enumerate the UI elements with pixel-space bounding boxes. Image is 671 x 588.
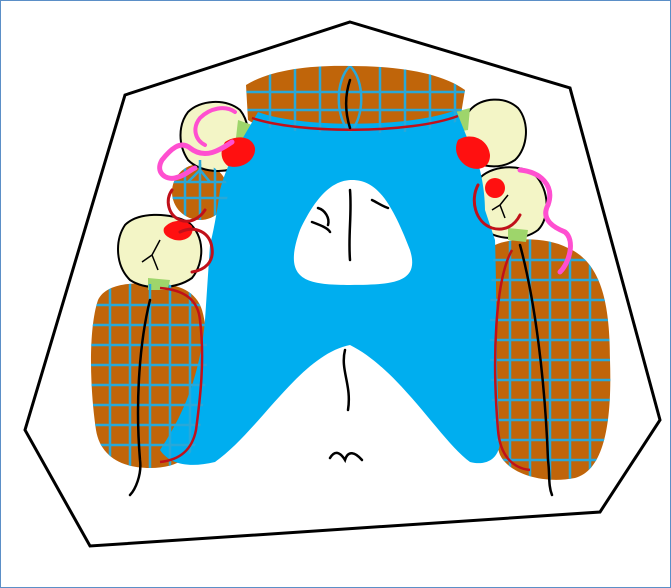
rest-right-premolar: [485, 178, 505, 198]
